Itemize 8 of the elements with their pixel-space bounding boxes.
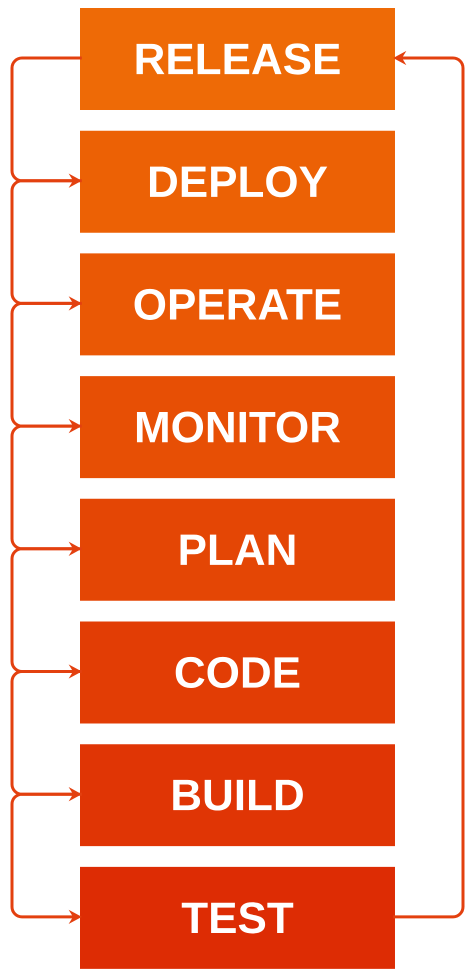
stage-box: OPERATE bbox=[80, 253, 395, 356]
stage-box: CODE bbox=[80, 622, 395, 724]
stage-box: MONITOR bbox=[80, 376, 395, 478]
stage-box: TEST bbox=[80, 866, 395, 969]
stage-box: RELEASE bbox=[80, 8, 395, 110]
stage-box: PLAN bbox=[80, 498, 395, 601]
stage-box: BUILD bbox=[80, 744, 395, 846]
stage-box: DEPLOY bbox=[80, 130, 395, 233]
